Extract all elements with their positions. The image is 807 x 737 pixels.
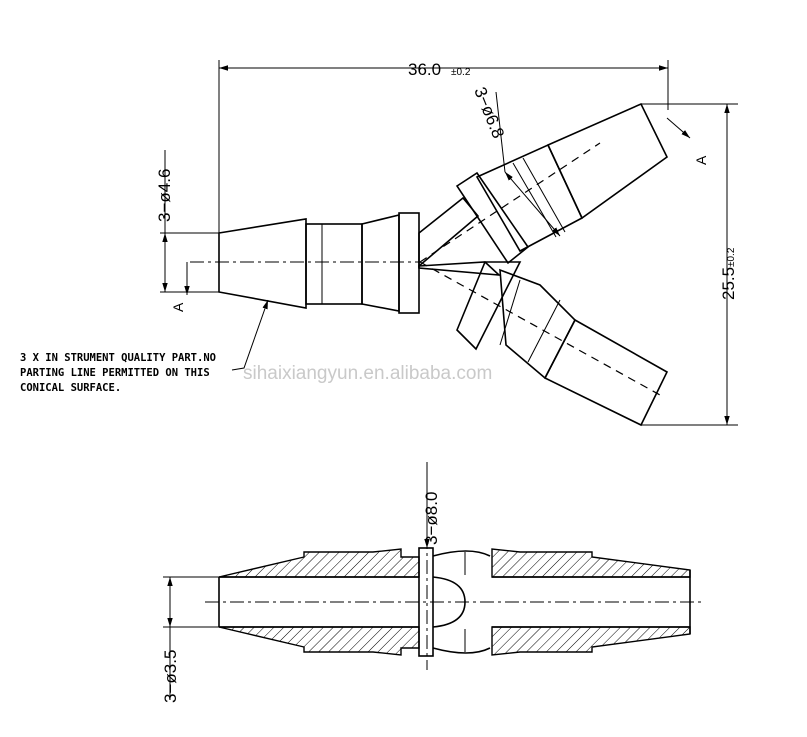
note-line-2: PARTING LINE PERMITTED ON THIS — [20, 367, 210, 379]
section-mark-right: A — [693, 155, 709, 165]
lower-branch-collar — [456, 261, 522, 351]
upper-branch — [418, 102, 669, 268]
overall-width-tol: ±0.2 — [451, 67, 471, 78]
watermark: sihaixiangyun.en.alibaba.com — [243, 363, 492, 384]
left-barb-taper — [361, 213, 400, 312]
note-block: 3 X IN STRUMENT QUALITY PART.NO PARTING … — [20, 352, 216, 394]
left-diameter-label: 3−ø4.6 — [155, 169, 174, 222]
note-line-1: 3 X IN STRUMENT QUALITY PART.NO — [20, 352, 216, 364]
left-barb-cone — [218, 218, 307, 309]
overall-width-label: 36.0 — [408, 60, 441, 79]
branch-diameter-label: 3−ø6.8 — [470, 84, 508, 141]
bore-diameter-label: 3−ø3.5 — [161, 650, 180, 703]
center-diameter-label: 3−ø8.0 — [422, 492, 441, 545]
note-leader — [231, 299, 269, 371]
left-barb-neck — [305, 223, 363, 305]
note-line-3: CONICAL SURFACE. — [20, 382, 121, 394]
height-label: 25.5 — [719, 267, 738, 300]
center-collar — [398, 212, 420, 314]
section-mark-left: A — [170, 302, 186, 312]
height-tol: ±0.2 — [726, 247, 737, 267]
section-view: 3−ø3.5 3−ø8.0 — [161, 462, 705, 703]
lower-branch — [418, 261, 669, 427]
